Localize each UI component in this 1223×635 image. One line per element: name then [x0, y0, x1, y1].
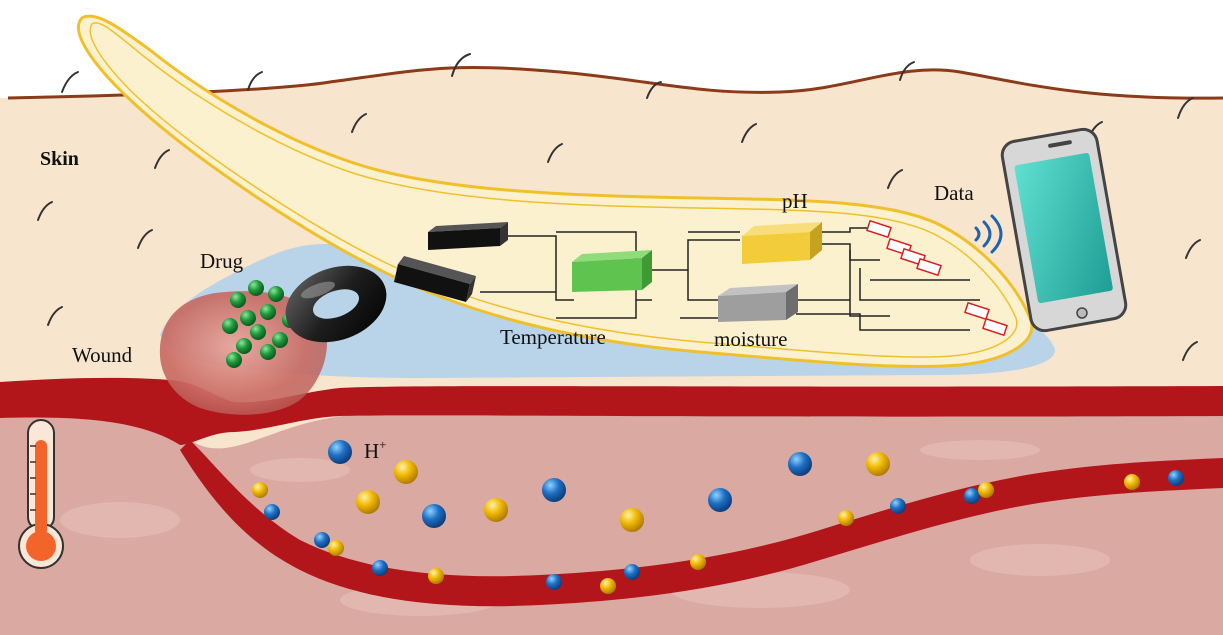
proton-label-charge: +: [379, 437, 386, 452]
proton: [372, 560, 388, 576]
temperature-label: Temperature: [500, 325, 606, 349]
ion-yellow: [252, 482, 268, 498]
proton: [964, 488, 980, 504]
proton: [788, 452, 812, 476]
electrode-top: [428, 222, 508, 250]
moisture-label: moisture: [714, 327, 788, 351]
drug-particle: [272, 332, 288, 348]
ion-yellow: [866, 452, 890, 476]
drug-particle: [230, 292, 246, 308]
drug-particle: [236, 338, 252, 354]
ion-yellow: [690, 554, 706, 570]
moisture-sensor: [718, 284, 798, 322]
drug-particle: [260, 344, 276, 360]
ion-yellow: [600, 578, 616, 594]
proton: [542, 478, 566, 502]
proton: [264, 504, 280, 520]
drug-particle: [260, 304, 276, 320]
ph-sensor: [742, 222, 822, 264]
proton: [422, 504, 446, 528]
drug-label: Drug: [200, 249, 244, 273]
drug-particle: [268, 286, 284, 302]
ion-yellow: [328, 540, 344, 556]
ion-yellow: [428, 568, 444, 584]
ion-yellow: [484, 498, 508, 522]
ion-yellow: [356, 490, 380, 514]
proton: [624, 564, 640, 580]
drug-particle: [226, 352, 242, 368]
ion-yellow: [394, 460, 418, 484]
proton: [328, 440, 352, 464]
ion-yellow: [978, 482, 994, 498]
drug-particle: [250, 324, 266, 340]
proton: [708, 488, 732, 512]
ion-yellow: [838, 510, 854, 526]
ion-yellow: [620, 508, 644, 532]
proton-label-symbol: H: [364, 439, 379, 463]
proton: [546, 574, 562, 590]
wound-label: Wound: [72, 343, 133, 367]
ion-yellow: [1124, 474, 1140, 490]
proton: [1168, 470, 1184, 486]
temperature-sensor: [572, 250, 652, 292]
drug-particle: [248, 280, 264, 296]
data-label: Data: [934, 181, 974, 205]
drug-particle: [222, 318, 238, 334]
drug-particle: [240, 310, 256, 326]
proton: [314, 532, 330, 548]
proton: [890, 498, 906, 514]
skin-label: Skin: [40, 148, 79, 170]
ph-label: pH: [782, 189, 808, 213]
